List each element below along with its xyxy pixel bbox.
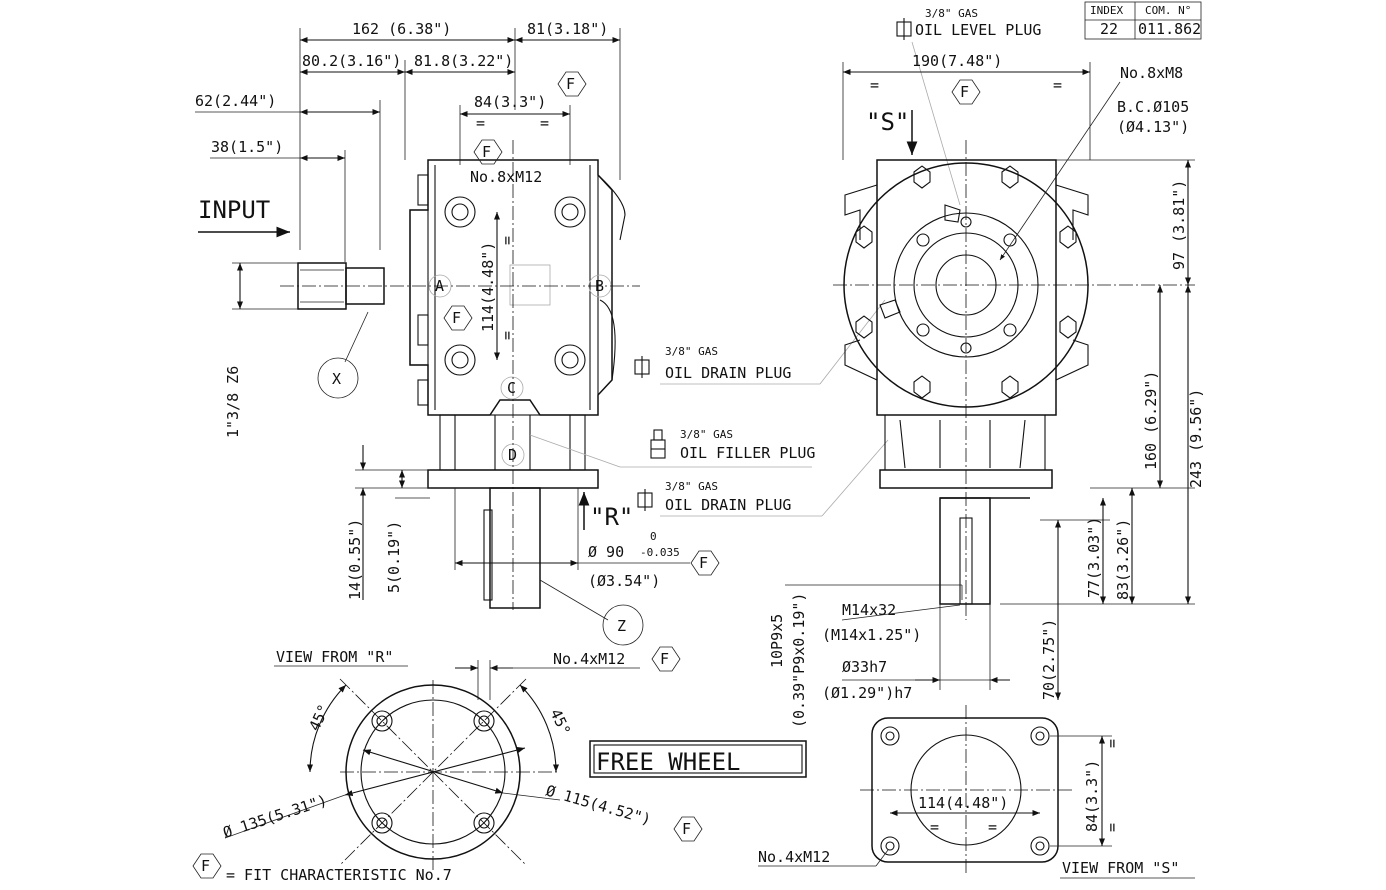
dim-83: 83(3.26") (1114, 519, 1132, 600)
arrow-r-label: "R" (590, 503, 633, 531)
dim-114-vert: 114(4.48") (479, 242, 497, 332)
dim-10p9-inch: (0.39"P9x0.19") (790, 593, 808, 728)
arrow-s-label: "S" (866, 108, 909, 136)
side-view: 190(7.48") = = F "S" No.8xM8 B.C.Ø105 (Ø… (768, 52, 1205, 728)
free-wheel-box: FREE WHEEL (589, 740, 807, 778)
eq-8: = (988, 818, 997, 836)
par-1: = (1103, 739, 1121, 748)
view-s-label: VIEW FROM "S" (1062, 859, 1179, 877)
dim-354: (Ø3.54") (588, 572, 660, 590)
free-wheel-label: FREE WHEEL (596, 748, 741, 776)
filler-size: 3/8" GAS (680, 428, 733, 441)
eq-2: = (540, 114, 549, 132)
level-size: 3/8" GAS (925, 7, 978, 20)
index-label: INDEX (1090, 4, 1123, 17)
dim-114-horiz: 114(4.48") (918, 794, 1008, 812)
holes-m8-label: No.8xM8 (1120, 64, 1183, 82)
title-block: INDEX 22 COM. N° 011.862 (1084, 1, 1202, 40)
dim-160: 160 (6.29") (1142, 371, 1160, 470)
par-2: = (1103, 823, 1121, 832)
front-view: 162 (6.38") 81(3.18") 80.2(3.16") 81.8(3… (195, 20, 720, 646)
mark-x: X (332, 370, 341, 388)
dim-84-top: 84(3.3") (474, 93, 546, 111)
dim-81-8: 81.8(3.22") (414, 52, 513, 70)
fit-f-legend: F (201, 857, 210, 875)
dim-190: 190(7.48") (912, 52, 1002, 70)
dim-90-tol-dn: -0.035 (640, 546, 680, 559)
dim-70: 70(2.75") (1040, 619, 1058, 700)
dim-shaft-spline: 1"3/8 Z6 (224, 366, 242, 438)
dim-97: 97 (3.81") (1170, 180, 1188, 270)
dim-5: 5(0.19") (385, 521, 403, 593)
eq-1: = (476, 114, 485, 132)
dim-135: Ø 135(5.31") (221, 791, 330, 842)
dim-38: 38(1.5") (211, 138, 283, 156)
eq-5: = (870, 76, 879, 94)
com-value: 011.862 (1138, 20, 1201, 38)
drain1-size: 3/8" GAS (665, 345, 718, 358)
com-label: COM. N° (1145, 4, 1191, 17)
drain2-name: OIL DRAIN PLUG (665, 496, 791, 514)
dim-33: Ø33h7 (842, 658, 887, 676)
holes-top-label: No.8xM12 (470, 168, 542, 186)
fit-f-6: F (660, 650, 669, 668)
dim-14: 14(0.55") (346, 519, 364, 600)
fit-f-4: F (699, 554, 708, 572)
dim-10p9: 10P9x5 (768, 614, 786, 668)
fit-f-3: F (452, 309, 461, 327)
dim-162: 162 (6.38") (352, 20, 451, 38)
dim-m14-inch: (M14x1.25") (822, 626, 921, 644)
view-from-s: 114(4.48") = = 84(3.3") = = No.4xM12 VIE… (758, 705, 1195, 879)
fit-f-1: F (566, 75, 575, 93)
drain2-size: 3/8" GAS (665, 480, 718, 493)
fit-f-7: F (682, 820, 691, 838)
fit-f-2: F (482, 143, 491, 161)
plug-callouts: 3/8" GAS OIL DRAIN PLUG 3/8" GAS OIL FIL… (529, 7, 1041, 517)
bc-label: B.C.Ø105 (1117, 98, 1189, 116)
eq-7: = (930, 818, 939, 836)
holes-m12r-label: No.4xM12 (553, 650, 625, 668)
bc-inch: (Ø4.13") (1117, 118, 1189, 136)
dim-80-2: 80.2(3.16") (302, 52, 401, 70)
level-name: OIL LEVEL PLUG (915, 21, 1041, 39)
holes-m12s-label: No.4xM12 (758, 848, 830, 866)
view-r-label: VIEW FROM "R" (276, 648, 393, 666)
dim-90: Ø 90 (588, 543, 624, 561)
drain1-name: OIL DRAIN PLUG (665, 364, 791, 382)
dim-62: 62(2.44") (195, 92, 276, 110)
fit-legend: F = FIT CHARACTERISTIC No.7 (192, 853, 452, 884)
dim-81: 81(3.18") (527, 20, 608, 38)
fit-legend-text: = FIT CHARACTERISTIC No.7 (226, 866, 452, 884)
dim-90-tol-up: 0 (650, 530, 657, 543)
dim-115: Ø 115(4.52") (544, 782, 653, 829)
filler-name: OIL FILLER PLUG (680, 444, 815, 462)
eq-4: = (498, 331, 516, 340)
fit-f-5: F (960, 83, 969, 101)
eq-6: = (1053, 76, 1062, 94)
dim-84-vert: 84(3.3") (1083, 760, 1101, 832)
dim-33-inch: (Ø1.29")h7 (822, 684, 912, 702)
dim-243: 243 (9.56") (1187, 389, 1205, 488)
dim-77: 77(3.03") (1085, 517, 1103, 598)
eq-3: = (498, 236, 516, 245)
input-label: INPUT (198, 196, 270, 224)
index-value: 22 (1100, 20, 1118, 38)
angle-45-right: 45° (546, 706, 574, 738)
mark-d: D (508, 446, 517, 464)
mark-z: Z (617, 617, 626, 635)
mark-c: C (507, 379, 516, 397)
